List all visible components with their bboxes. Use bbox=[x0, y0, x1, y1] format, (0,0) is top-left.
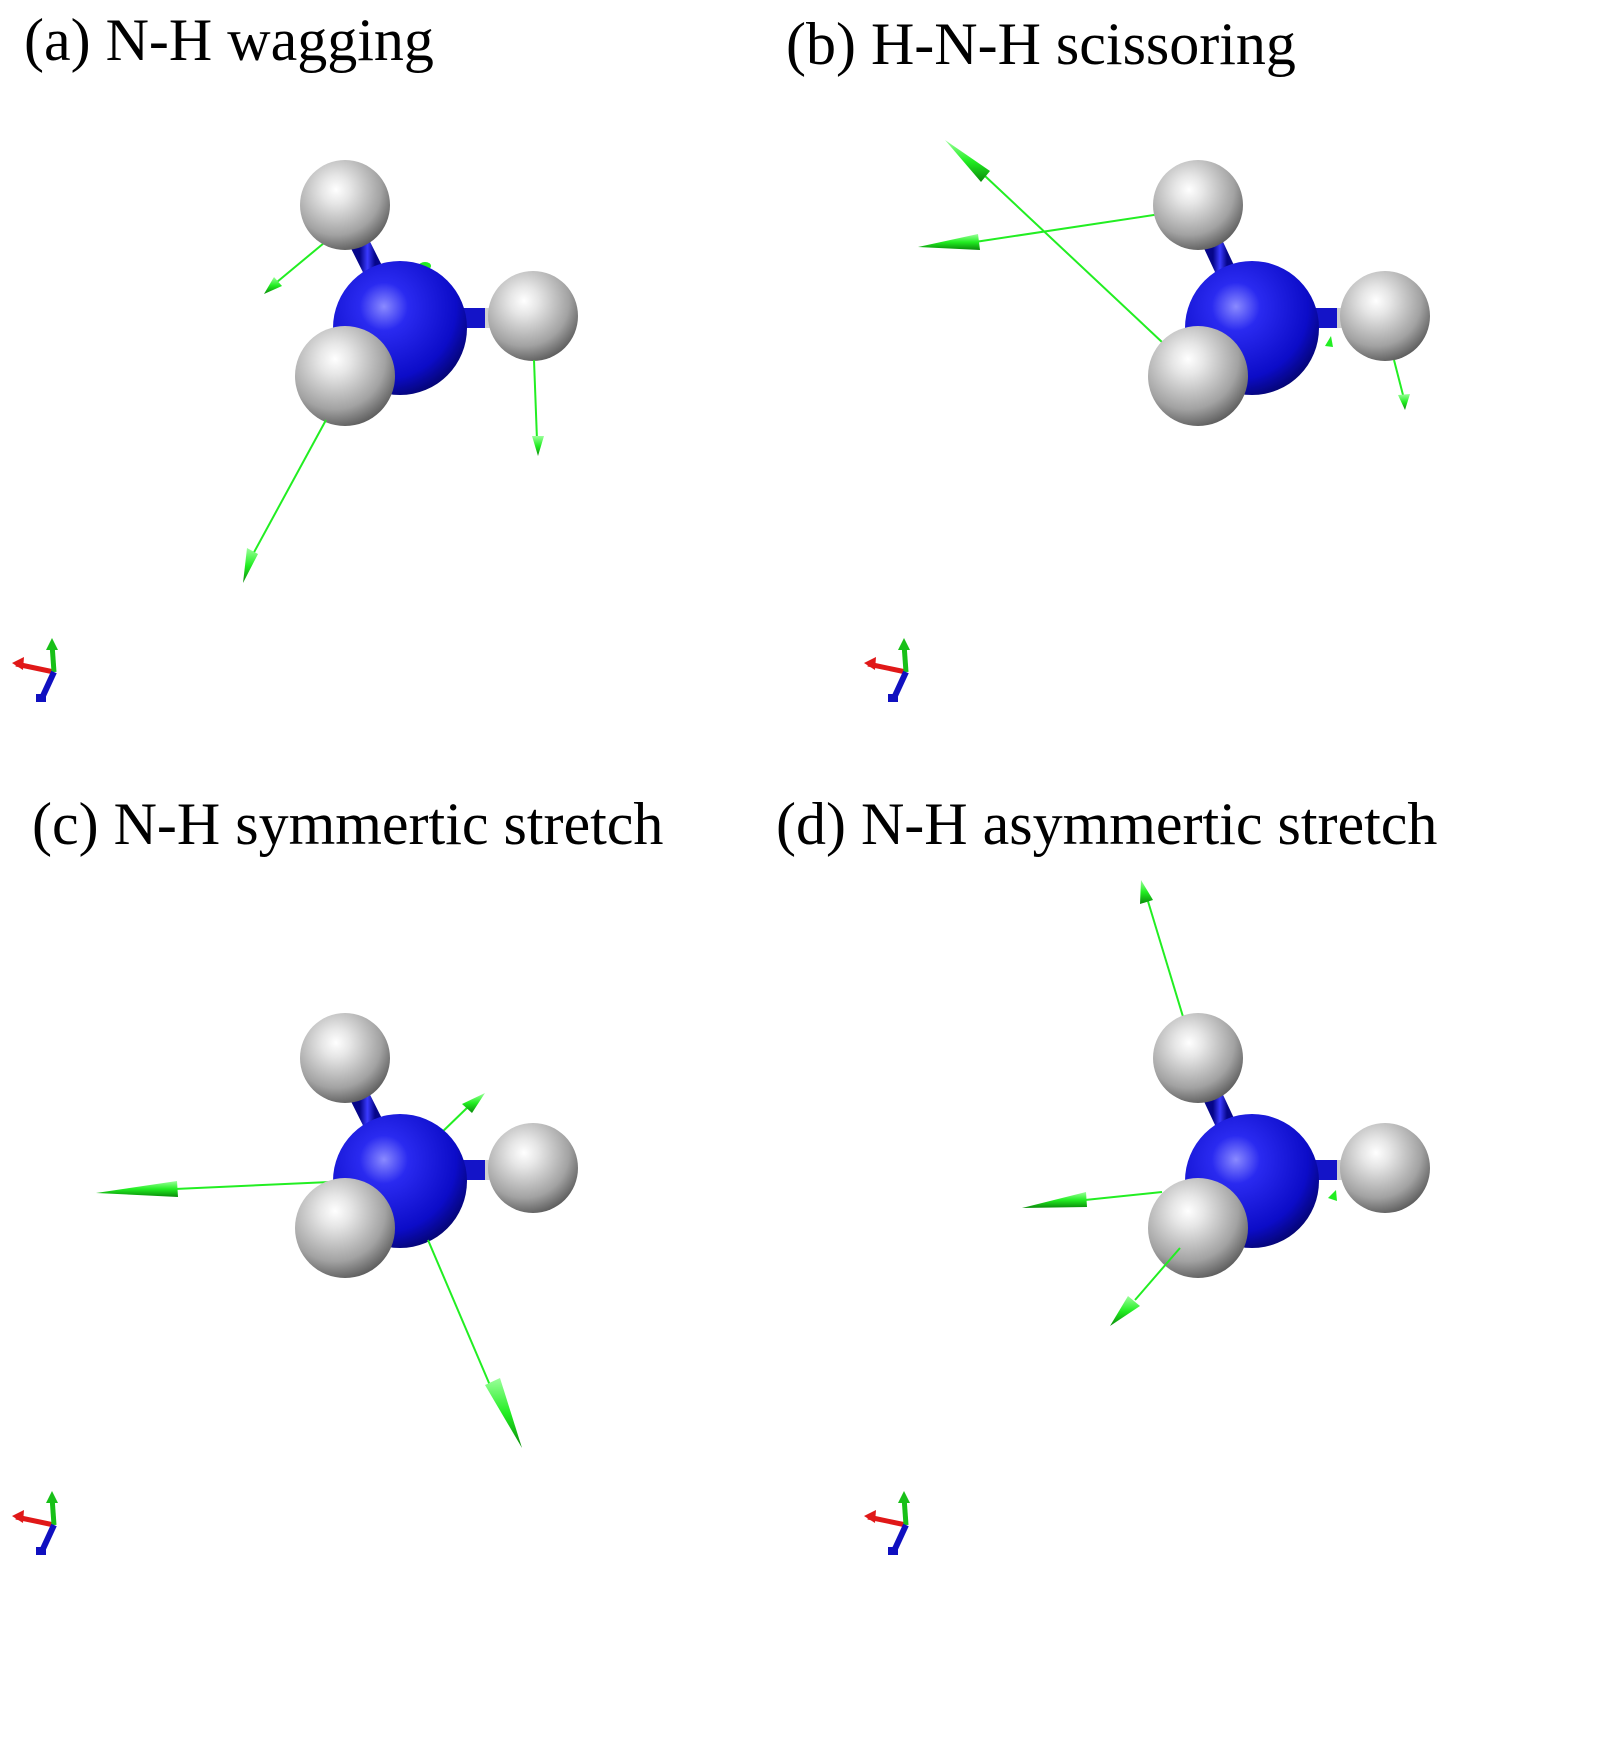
vector-h-top-a bbox=[264, 237, 331, 294]
hydrogen-atom-right bbox=[1340, 271, 1430, 361]
vector-h-front-c bbox=[427, 1239, 522, 1448]
panel-c-title: (c) N-H symmertic stretch bbox=[32, 791, 663, 857]
panel-d: (d) N-H asymmertic stretch bbox=[776, 791, 1437, 1555]
xyz-axes-icon bbox=[12, 638, 58, 702]
hydrogen-atom-top bbox=[300, 160, 390, 250]
panel-b: (b) H-N-H scissoring bbox=[786, 11, 1430, 702]
vector-h-right-b bbox=[1393, 359, 1410, 410]
panel-a-title: (a) N-H wagging bbox=[24, 7, 434, 73]
hydrogen-atom-front bbox=[1148, 1178, 1248, 1278]
vector-h-right-d bbox=[1328, 1190, 1337, 1201]
hydrogen-atom-front bbox=[295, 326, 395, 426]
hydrogen-atom-right bbox=[1340, 1123, 1430, 1213]
hydrogen-atom-top bbox=[1153, 160, 1243, 250]
hydrogen-atom-top bbox=[300, 1013, 390, 1103]
vector-n-b bbox=[1325, 336, 1333, 347]
vector-h-front-b bbox=[945, 140, 1164, 344]
hydrogen-atom-right bbox=[488, 1123, 578, 1213]
vector-h-top-d bbox=[1140, 880, 1185, 1021]
panel-c: (c) N-H symmertic stretch bbox=[12, 791, 663, 1555]
hydrogen-atom-top bbox=[1153, 1013, 1243, 1103]
molecule-c bbox=[96, 1013, 578, 1448]
vector-h-top-c bbox=[96, 1181, 331, 1197]
xyz-axes-icon bbox=[864, 1491, 910, 1555]
molecule-d bbox=[1022, 880, 1430, 1326]
vector-h-right-a bbox=[532, 359, 544, 456]
vector-h-top-b bbox=[918, 212, 1168, 250]
panel-b-title: (b) H-N-H scissoring bbox=[786, 11, 1296, 77]
molecule-b bbox=[918, 140, 1430, 426]
hydrogen-atom-front bbox=[295, 1178, 395, 1278]
xyz-axes-icon bbox=[864, 638, 910, 702]
panel-a: (a) N-H wagging bbox=[12, 7, 578, 702]
hydrogen-atom-right bbox=[488, 271, 578, 361]
hydrogen-atom-front bbox=[1148, 326, 1248, 426]
xyz-axes-icon bbox=[12, 1491, 58, 1555]
vector-h-front-a bbox=[243, 419, 327, 583]
molecule-a bbox=[243, 160, 578, 583]
vector-n-d bbox=[1022, 1191, 1163, 1208]
vector-h-front-d bbox=[1110, 1247, 1181, 1326]
panel-d-title: (d) N-H asymmertic stretch bbox=[776, 791, 1437, 857]
